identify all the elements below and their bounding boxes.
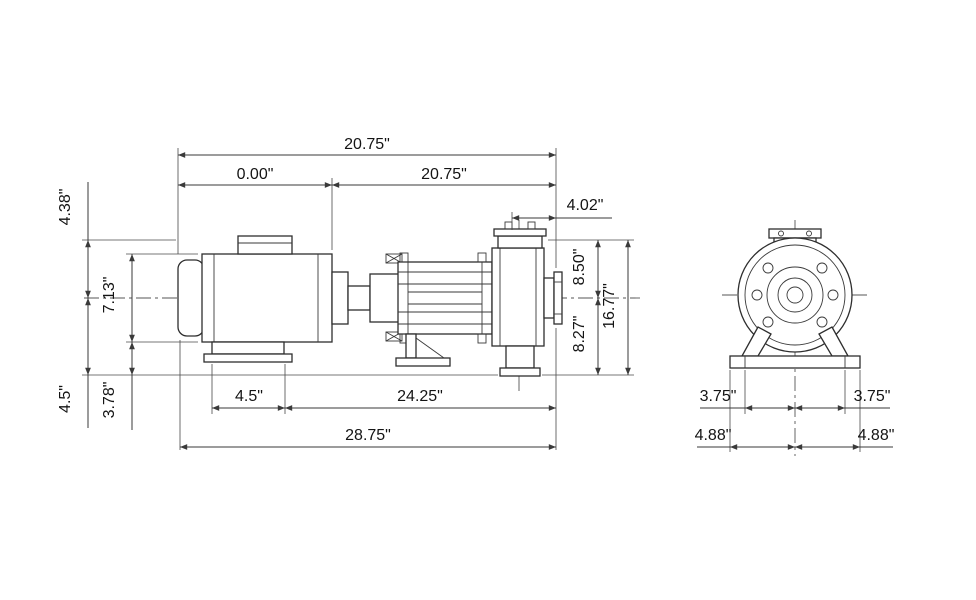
pump-casing bbox=[491, 221, 563, 377]
top-flange bbox=[497, 235, 543, 249]
shaft-circle bbox=[786, 286, 804, 304]
stage-casing bbox=[397, 261, 493, 335]
top-flange-cap bbox=[493, 228, 547, 237]
dim-half-width-left-label: 3.75" bbox=[700, 388, 737, 405]
casing-bolt bbox=[827, 289, 839, 301]
motor-outline bbox=[177, 235, 333, 363]
dim-overall-top-label: 20.75" bbox=[344, 136, 390, 153]
casing-inner-circle bbox=[744, 244, 846, 346]
bolt-detail-top bbox=[385, 253, 403, 264]
side-view-dimensions: 20.75" 0.00" 20.75" 4.02" 4.38" 7.13" 4.… bbox=[57, 136, 634, 450]
support-leg-left bbox=[740, 326, 772, 357]
dim-center-to-top-label: 4.38" bbox=[57, 189, 74, 226]
end-view bbox=[722, 220, 868, 456]
discharge-nozzle bbox=[543, 277, 555, 319]
dim-base-half-right-label: 4.88" bbox=[858, 427, 895, 444]
dim-seg-left-label: 0.00" bbox=[237, 166, 274, 183]
hub-circle bbox=[777, 277, 813, 313]
dim-foot-height-label: 3.78" bbox=[101, 382, 118, 419]
pump-stage-stack bbox=[397, 252, 493, 344]
motor-base-plate bbox=[203, 353, 293, 363]
flange-bolt bbox=[504, 221, 513, 230]
dim-overall-length-label: 28.75" bbox=[345, 427, 391, 444]
end-view-dimensions: 3.75" 3.75" 4.88" 4.88" bbox=[695, 370, 895, 452]
dim-motor-height-label: 7.13" bbox=[101, 277, 118, 314]
motor-body bbox=[201, 253, 333, 343]
casing-bolt bbox=[762, 316, 774, 328]
motor-flange-adapter bbox=[331, 271, 349, 325]
dim-overall-height-label: 16.77" bbox=[601, 283, 618, 329]
coupling-assembly bbox=[331, 253, 403, 342]
pump-support-foot bbox=[395, 333, 451, 367]
dim-center-to-suction-label: 8.27" bbox=[571, 316, 588, 353]
dim-half-width-right-label: 3.75" bbox=[854, 388, 891, 405]
side-view bbox=[84, 220, 640, 392]
end-top-flange-cap bbox=[768, 228, 822, 239]
flange-bolt bbox=[527, 221, 536, 230]
dim-foot-offset-label: 4.5" bbox=[235, 388, 263, 405]
coupling-shaft bbox=[347, 285, 371, 311]
end-flange-bolt bbox=[778, 230, 784, 237]
bolt-detail-bottom bbox=[385, 331, 403, 342]
dim-seg-right-label: 20.75" bbox=[421, 166, 467, 183]
casing-bolt bbox=[751, 289, 763, 301]
dim-center-to-bottom-label: 4.5" bbox=[57, 385, 74, 413]
discharge-flange bbox=[553, 271, 563, 325]
dim-discharge-offset-label: 4.02" bbox=[567, 197, 604, 214]
bearing-frame bbox=[369, 273, 401, 323]
tie-rod-nut bbox=[399, 252, 409, 263]
seal-housing-circle bbox=[766, 266, 824, 324]
dim-top-to-center-label: 8.50" bbox=[571, 249, 588, 286]
casing-bolt bbox=[816, 262, 828, 274]
end-baseplate bbox=[729, 355, 861, 369]
motor-junction-box bbox=[237, 235, 293, 255]
casing-bolt bbox=[816, 316, 828, 328]
suction-pipe bbox=[505, 345, 535, 369]
dim-foot-span-label: 24.25" bbox=[397, 388, 443, 405]
suction-flange bbox=[499, 367, 541, 377]
end-flange-bolt bbox=[806, 230, 812, 237]
casing-bolt bbox=[762, 262, 774, 274]
tie-rod-nut bbox=[477, 252, 487, 263]
dim-base-half-left-label: 4.88" bbox=[695, 427, 732, 444]
casing-outer-circle bbox=[737, 237, 853, 353]
motor-foot bbox=[211, 341, 285, 355]
tie-rod-nut bbox=[477, 333, 487, 344]
support-leg-right bbox=[818, 326, 850, 357]
motor-rear-cap bbox=[177, 259, 205, 337]
